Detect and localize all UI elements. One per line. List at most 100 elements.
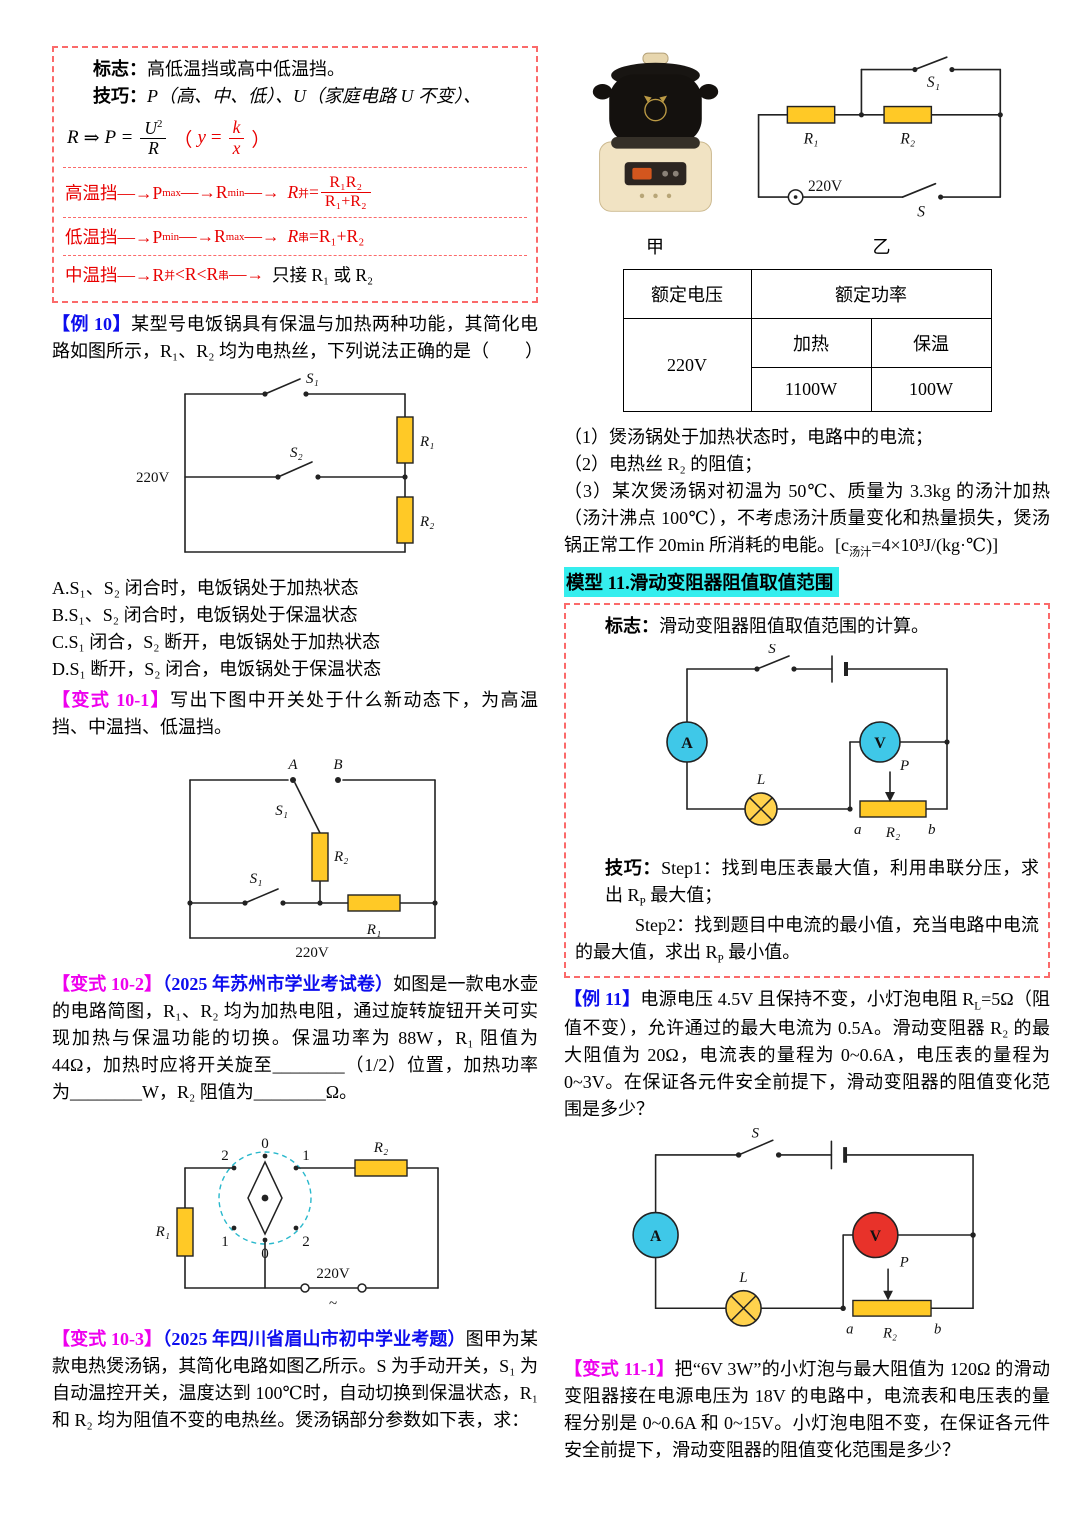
label-220v: 220V: [136, 470, 170, 486]
implies-arrow: ⇒: [83, 127, 100, 149]
sub-max2: max: [225, 230, 245, 243]
rule-low-chain2: —→R: [179, 226, 226, 247]
circuit-ex11: S A V L P a R₂ b: [632, 1126, 976, 1342]
resistor-r2: [311, 832, 329, 882]
variant111-body: 把“6V 3W”的小灯泡与最大阻值为 120Ω 的滑动变阻器接在电源电压为 18…: [564, 1359, 1050, 1461]
option-a: A.S₁、S₂ 闭合时，电饭锅处于加热状态: [52, 578, 359, 599]
variant103-tag: 【变式 10-3】: [52, 1329, 163, 1350]
rule-low-arrow: —→: [244, 226, 280, 247]
resistor-r1: [347, 894, 401, 912]
frac-num-U: U: [144, 117, 157, 138]
ratings-table: 额定电压 额定功率 220V 加热 保温 1100W 100W: [622, 269, 992, 412]
circuit-v101-wrap: A B S₁ S₁ R₂ R₁ 220V: [52, 745, 538, 965]
label-s: S: [768, 644, 776, 657]
box11-biaozhi-text: 滑动变阻器阻值取值范围的计算。: [659, 616, 929, 637]
formula-P-eq: P =: [104, 127, 134, 149]
ammeter-icon: [666, 721, 708, 764]
figure-yi: S₁ R₁ R₂ 220V S 乙: [737, 51, 1027, 259]
ammeter-letter: A: [650, 1228, 662, 1245]
jiqiao-text: P（高、中、低）、U（家庭电路 U 不变）、: [147, 86, 481, 106]
selector-blade: [294, 782, 321, 834]
label-r1: R₁: [802, 131, 818, 148]
example11-body1: 电源电压 4.5V 且保持不变，小灯泡电阻 R: [640, 988, 975, 1009]
variant102-text: 【变式 10-2】（2025 年苏州市学业考试卷）如图是一款电水壶的电路简图，R…: [52, 971, 538, 1106]
label-r2: R₂: [899, 131, 915, 148]
caption-jia: 甲: [646, 237, 664, 257]
label-b: B: [333, 757, 342, 773]
ammeter-icon: [632, 1212, 679, 1259]
left-column: 标志：高低温挡或高中低温挡。 技巧：P（高、中、低）、U（家庭电路 U 不变）、…: [52, 46, 543, 1464]
header-rated-power: 额定功率: [750, 269, 992, 319]
frac-sup-2: 2: [157, 118, 163, 130]
box11-biaozhi-line: 标志：滑动变阻器阻值取值范围的计算。: [575, 613, 1039, 640]
R-parallel: R: [287, 182, 299, 202]
box11-jiqiao-label: 技巧：: [605, 858, 662, 879]
rheostat-r2: [859, 800, 927, 819]
example10-body: 某型号电饭锅具有保温与加热两种功能，其简化电路如图所示，R₁、R₂ 均为电热丝，…: [52, 314, 544, 362]
circuit-ex11-wrap: S A V L P a R₂ b: [564, 1126, 1050, 1350]
variant103-text: 【变式 10-3】（2025 年四川省眉山市初中学业考题）图甲为某款电热煲汤锅，…: [52, 1326, 538, 1434]
variant111-tag: 【变式 11-1】: [564, 1359, 675, 1380]
option-c: C.S₁ 闭合，S₂ 断开，电饭锅处于加热状态: [52, 632, 381, 653]
label-l: L: [756, 772, 765, 788]
cat-ear-right: [658, 95, 667, 103]
caption-yi: 乙: [872, 237, 891, 257]
resistor-r2: [882, 105, 932, 124]
label-r2: R₂: [333, 849, 348, 865]
pot-body: [608, 74, 702, 144]
cell-keepwarm-power: 100W: [870, 367, 992, 412]
label-l: L: [738, 1270, 747, 1286]
panel-button: [672, 170, 679, 177]
example11-text: 【例 11】电源电压 4.5V 且保持不变，小灯泡电阻 RL=5Ω（阻值不变），…: [564, 986, 1050, 1123]
question-3-text: （3）某次煲汤锅对初温为 50℃、质量为 3.3kg 的汤汁加热（汤汁沸点 10…: [564, 481, 1050, 555]
switch-s1-blade: [264, 378, 301, 395]
parallel-frac-num: R₁R₂: [320, 174, 371, 193]
resistor-r1: [176, 1207, 194, 1257]
ammeter-letter: A: [681, 735, 693, 752]
variant102-tag: 【变式 10-2】: [52, 974, 163, 995]
jiqiao-line: 技巧：P（高、中、低）、U（家庭电路 U 不变）、: [63, 83, 527, 110]
label-220v: 220V: [807, 178, 841, 195]
lamp-cross: [749, 797, 773, 822]
pot-lid-knob: [641, 52, 669, 65]
cat-ear-left: [643, 95, 652, 103]
switch-s-blade: [737, 1139, 774, 1157]
option-d: D.S₁ 断开，S₂ 闭合，电饭锅处于保温状态: [52, 659, 382, 680]
sub-series: 串: [218, 269, 229, 282]
variant103-body: 图甲为某款电热煲汤锅，其简化电路如图乙所示。S 为手动开关，S₁ 为自动温控开关…: [52, 1329, 539, 1431]
variant102-source: （2025 年苏州市学业考试卷）: [162, 974, 394, 995]
slider-arrowhead: [883, 1291, 893, 1301]
label-r2: R₂: [882, 1326, 897, 1342]
pot-cat-decor: [643, 98, 667, 122]
circuit-yi: S₁ R₁ R₂ 220V S: [757, 56, 1003, 221]
physics-worksheet-page: 标志：高低温挡或高中低温挡。 技巧：P（高、中、低）、U（家庭电路 U 不变）、…: [52, 46, 1050, 1464]
step1-sub-p: P: [639, 896, 646, 909]
ac-source-dot: [793, 195, 797, 199]
resistor-r1: [396, 416, 414, 464]
rule-mid-arrow: —→: [228, 264, 264, 285]
paren-open: （: [173, 129, 193, 151]
variant102-body: 如图是一款电水壶的电路简图，R₁、R₂ 均为加热电阻，通过旋转旋钮开关可实现加热…: [52, 974, 539, 1103]
variant101-body: 写出下图中开关处于什么新动态下，为高温挡、中温挡、低温挡。: [52, 690, 538, 738]
biaozhi-label: 标志：: [93, 59, 147, 79]
variant103-source: （2025 年四川省眉山市初中学业考题）: [162, 1329, 466, 1350]
biaozhi-line: 标志：高低温挡或高中低温挡。: [63, 56, 527, 83]
variant101-text: 【变式 10-1】写出下图中开关处于什么新动态下，为高温挡、中温挡、低温挡。: [52, 687, 538, 741]
pot-handle-left: [592, 84, 612, 100]
display: [631, 167, 652, 180]
rule-high-chain: 高温挡—→P: [65, 183, 163, 203]
frac-num-k: k: [232, 117, 241, 138]
label-b-end: b: [928, 822, 936, 838]
contact-0-top: 0: [261, 1136, 269, 1152]
voltmeter-letter: V: [870, 1228, 882, 1245]
label-r2: R₂: [419, 514, 434, 530]
label-r2: R₂: [373, 1140, 388, 1156]
variant101-tag: 【变式 10-1】: [52, 690, 171, 711]
plug-terminal-left: [300, 1283, 310, 1293]
figure-jia-yi: 甲: [564, 46, 1050, 259]
rule-mid-chain2: <R<R: [175, 264, 219, 285]
